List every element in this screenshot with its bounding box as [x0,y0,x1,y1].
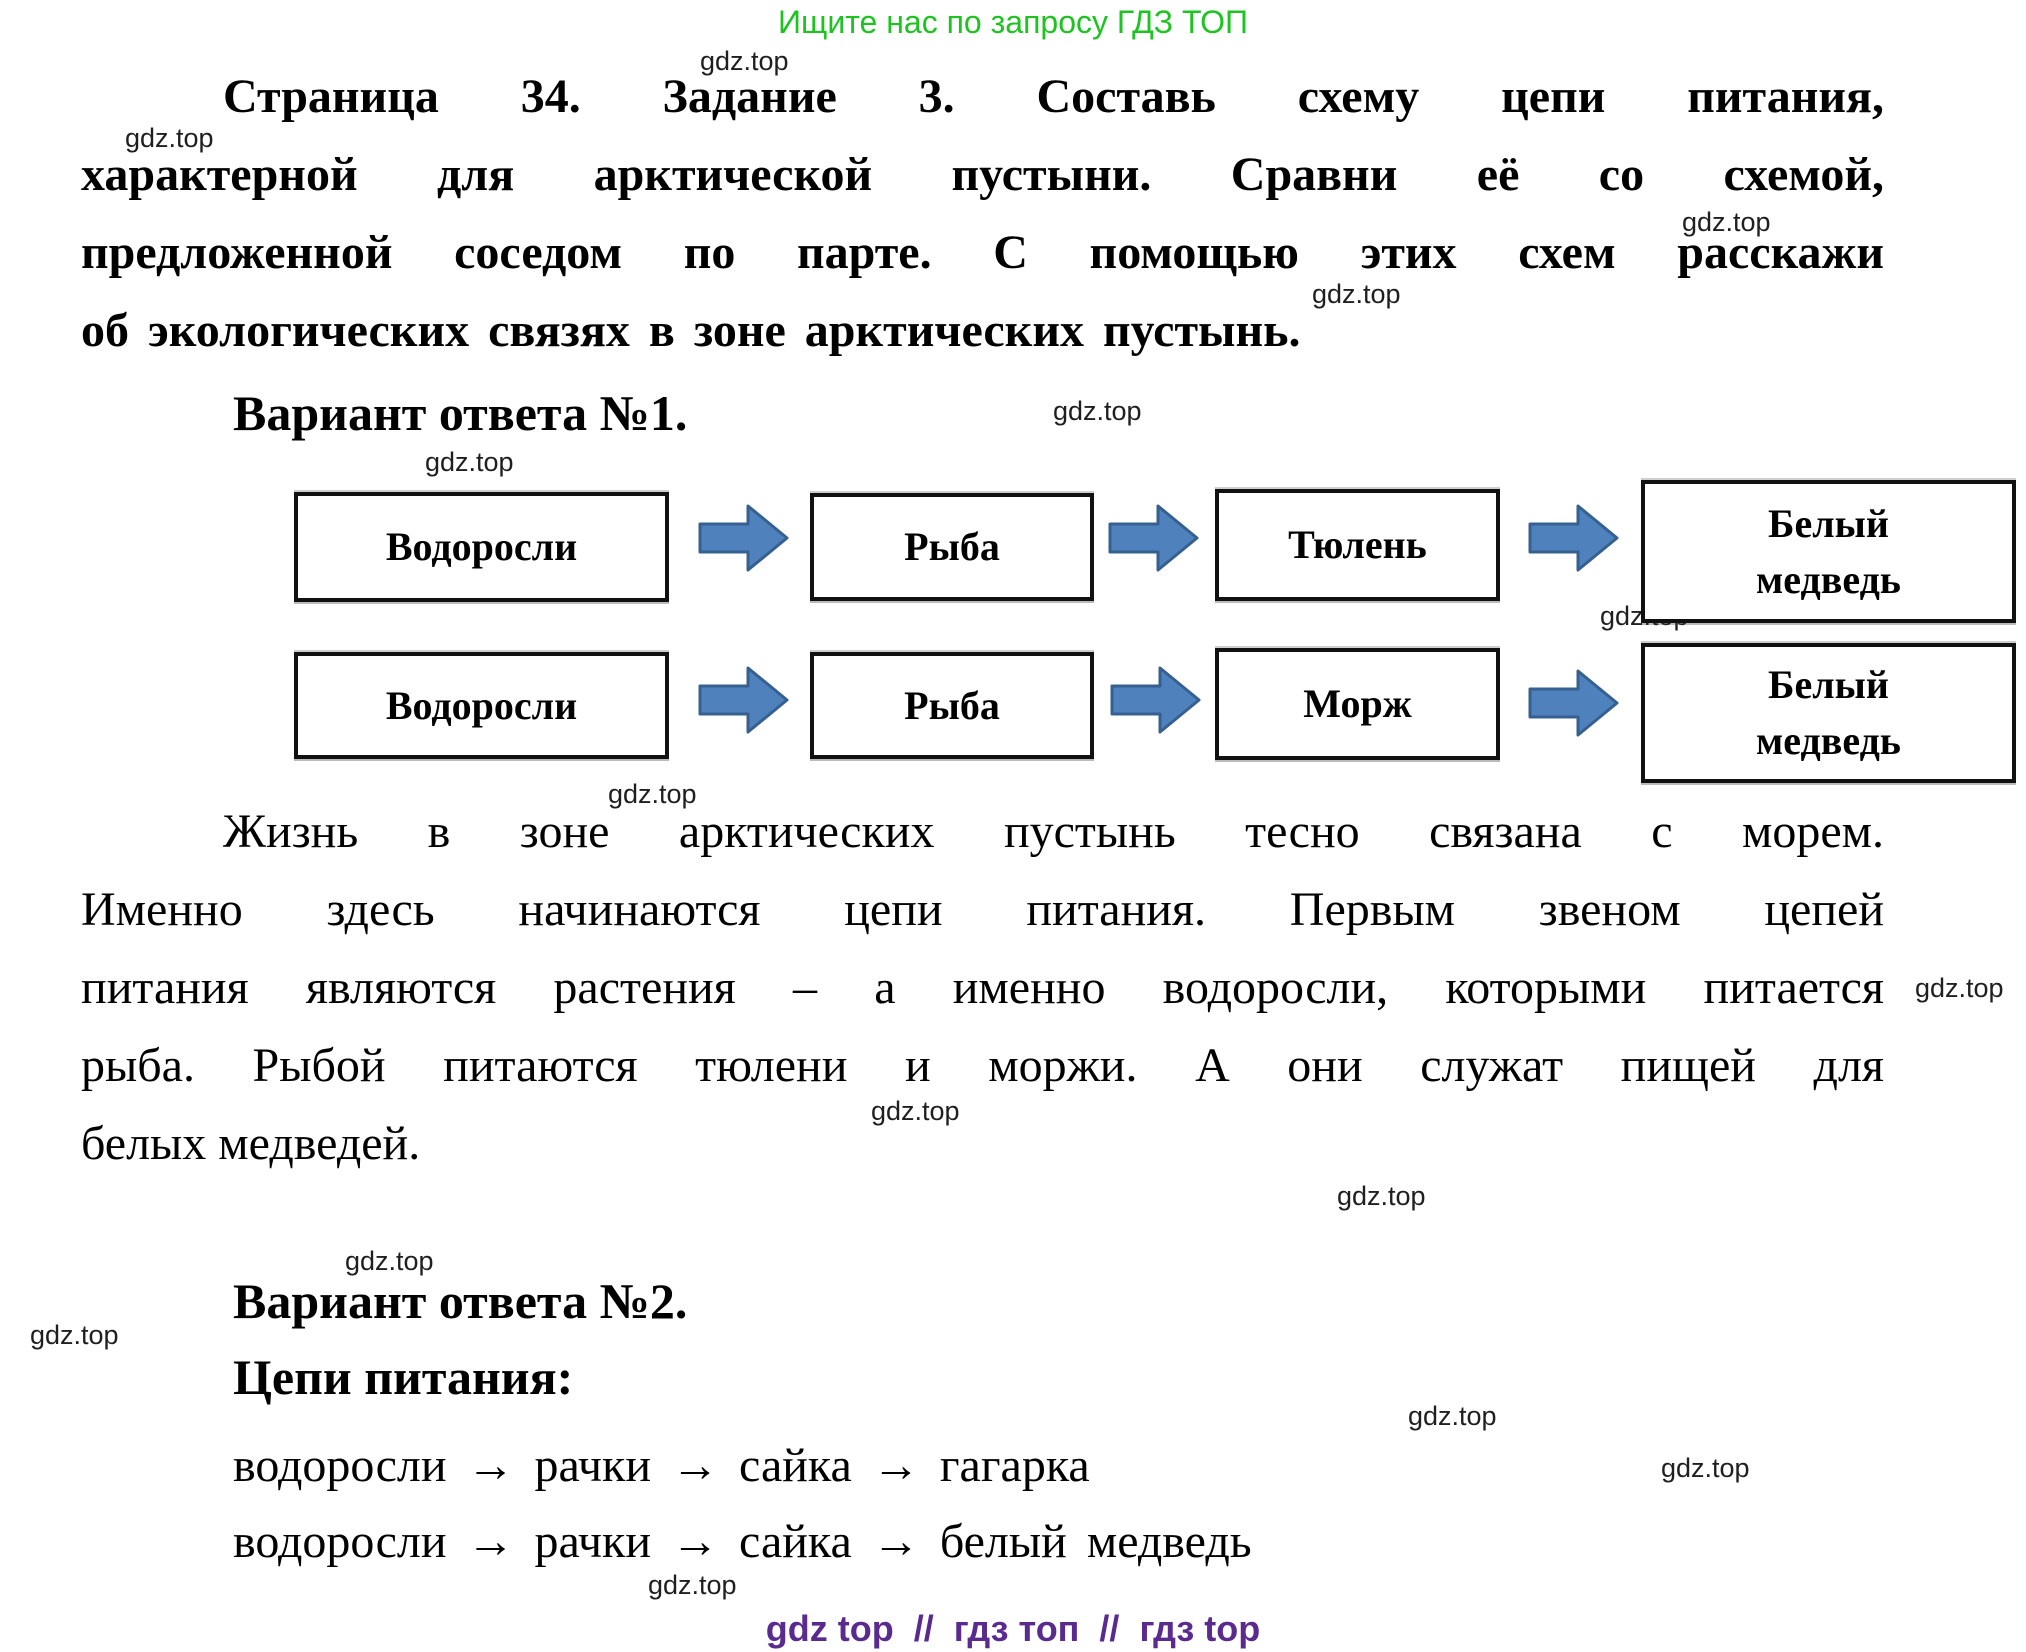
gdz-watermark: gdz.top [30,1320,119,1350]
gdz-watermark: gdz.top [345,1246,434,1276]
gdz-watermark: gdz.top [1661,1453,1750,1483]
task-line: Страница 34. Задание 3. Составь схему це… [223,70,1884,123]
chain-box: Рыба [810,652,1094,759]
gdz-watermark: gdz.top [1053,396,1142,426]
promo-banner: Ищите нас по запросу ГДЗ ТОП [778,4,1248,40]
chain-box: Белый медведь [1641,480,2016,623]
answer2-title: Вариант ответа №2. [233,1273,688,1329]
arrow-right-icon [698,504,789,572]
arrow-right-icon [1528,504,1619,572]
arrow-right-icon [1110,666,1201,734]
gdz-watermark: gdz.top [1682,207,1771,237]
gdz-watermark: gdz.top [700,46,789,76]
arrow-right-icon [1528,669,1619,737]
text-chain: водоросли → рачки → сайка → белый медвед… [233,1515,1252,1568]
chain-box: Белый медведь [1641,643,2016,783]
explanation-line: Жизнь в зоне арктических пустынь тесно с… [223,805,1884,858]
chain-box: Тюлень [1215,489,1500,601]
arrow-right-icon [1108,504,1199,572]
gdz-watermark: gdz.top [1312,279,1401,309]
explanation-line: белых медведей. [81,1117,421,1170]
task-line: характерной для арктической пустыни. Сра… [81,148,1884,201]
explanation-line: питания являются растения – а именно вод… [81,961,1884,1014]
task-heading: Страница 34. Задание 3. Составь схему це… [81,58,1884,370]
gdz-watermark: gdz.top [1337,1181,1426,1211]
task-line: об экологических связях в зоне арктическ… [81,304,1301,357]
text-chain: водоросли → рачки → сайка → гагарка [233,1439,1090,1492]
chain-box: Водоросли [294,492,669,602]
explanation-line: рыба. Рыбой питаются тюлени и моржи. А о… [81,1039,1884,1092]
task-line: предложенной соседом по парте. С помощью… [81,226,1884,279]
arrow-right-icon [698,666,789,734]
gdz-watermark: gdz.top [871,1096,960,1126]
chain-box: Водоросли [294,652,669,759]
answer2-subtitle: Цепи питания: [233,1349,574,1405]
chain-box: Рыба [810,493,1094,601]
chain-box: Морж [1215,648,1500,760]
gdz-watermark: gdz.top [608,779,697,809]
footer-watermark: gdz top // гдз топ // гдз top [765,1608,1261,1649]
gdz-watermark: gdz.top [1915,973,2004,1003]
answer1-title: Вариант ответа №1. [233,385,688,441]
explanation-paragraph: Жизнь в зоне арктических пустынь тесно с… [81,793,1884,1183]
gdz-watermark: gdz.top [1408,1401,1497,1431]
gdz-watermark: gdz.top [425,447,514,477]
gdz-watermark: gdz.top [648,1570,737,1600]
explanation-line: Именно здесь начинаются цепи питания. Пе… [81,883,1884,936]
gdz-watermark: gdz.top [125,123,214,153]
